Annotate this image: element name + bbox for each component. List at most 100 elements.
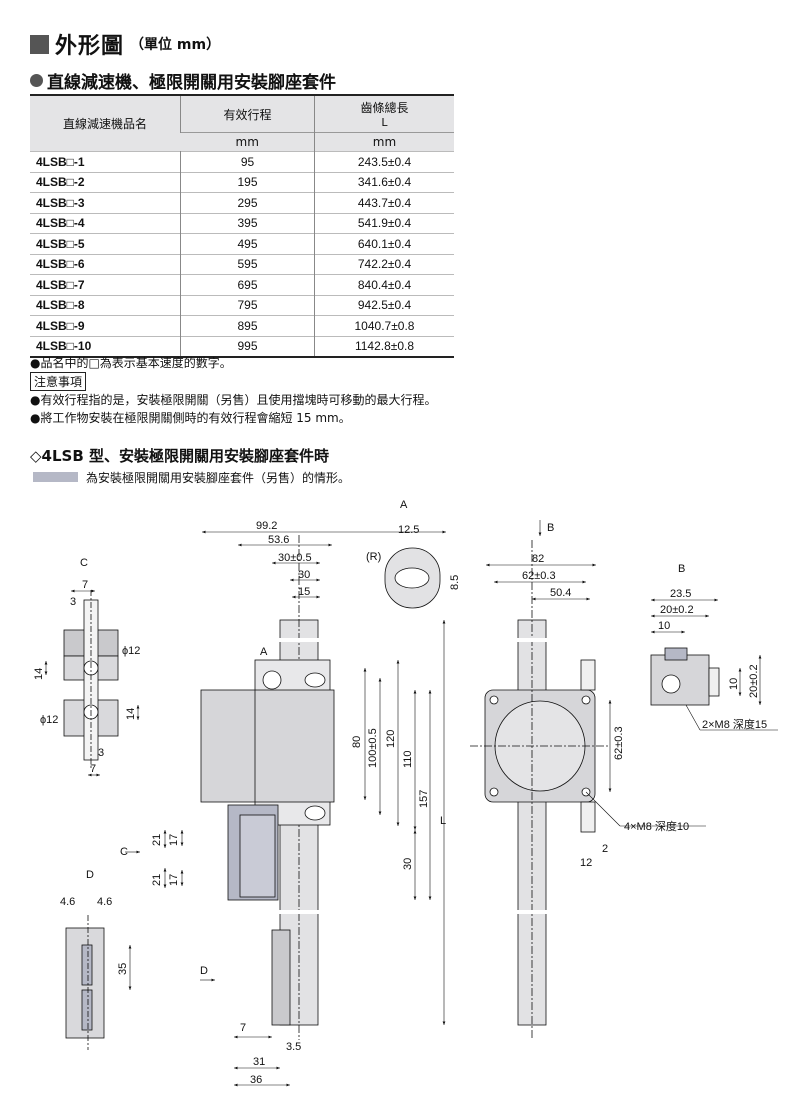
- cell-stroke: 595: [180, 254, 315, 275]
- dim-d-35: 35: [117, 963, 129, 975]
- label-view-b: B: [678, 563, 685, 575]
- dim-l: L: [440, 815, 446, 827]
- dim-b-20: 20±0.2: [660, 604, 694, 616]
- section1-heading: 直線減速機、極限開關用安裝腳座套件: [30, 68, 336, 93]
- cell-stroke: 95: [180, 151, 315, 172]
- note-3: ●將工作物安裝在極限開關側時的有效行程會縮短 15 mm。: [30, 411, 351, 425]
- cell-model: 4LSB□-3: [36, 195, 85, 210]
- dim-31: 31: [253, 1056, 265, 1068]
- dim-side-82: 82: [532, 553, 544, 565]
- dim-17-b: 17: [168, 874, 180, 886]
- dim-d-4-6-right: 4.6: [97, 896, 112, 908]
- cell-stroke: 495: [180, 233, 315, 254]
- front-view: [200, 535, 335, 1040]
- cell-length: 243.5±0.4: [314, 151, 454, 172]
- dim-110: 110: [402, 750, 414, 768]
- cell-length: 1142.8±0.8: [314, 336, 454, 357]
- cell-model: 4LSB□-8: [36, 298, 85, 313]
- dim-30-05: 30±0.5: [278, 552, 312, 564]
- dim-c-3-bottom: 3: [98, 747, 104, 759]
- label-view-a: A: [400, 499, 408, 511]
- dim-157: 157: [418, 790, 430, 808]
- cell-stroke: 395: [180, 213, 315, 234]
- cell-model: 4LSB□-4: [36, 216, 85, 231]
- bullet-dot-icon: [30, 74, 43, 87]
- dim-b-10-v: 10: [728, 678, 740, 690]
- dim-c-14-right: 14: [125, 708, 137, 720]
- cell-length: 942.5±0.4: [314, 295, 454, 316]
- label-view-d: D: [86, 869, 94, 881]
- col-header-stroke: 有效行程: [180, 95, 315, 133]
- dim-c-3-top: 3: [70, 596, 76, 608]
- dim-30: 30: [298, 569, 310, 581]
- title-text: 外形圖: [55, 34, 125, 59]
- note-1: ●品名中的□為表示基本速度的數字。: [30, 356, 232, 370]
- view-a: [384, 547, 441, 609]
- dim-21-a: 21: [151, 834, 163, 846]
- dim-b-10: 10: [658, 620, 670, 632]
- view-b: [650, 647, 720, 706]
- dim-c-14-left: 14: [33, 668, 45, 680]
- dim-b-23-5: 23.5: [670, 588, 691, 600]
- dim-b-2m8: 2×M8 深度15: [702, 717, 767, 731]
- dim-80: 80: [351, 736, 363, 748]
- dim-7: 7: [240, 1022, 246, 1034]
- cell-model: 4LSB□-6: [36, 257, 85, 272]
- cell-length: 640.1±0.4: [314, 233, 454, 254]
- dim-36: 36: [250, 1074, 262, 1086]
- dim-side-12: 12: [580, 857, 592, 869]
- cell-length: 541.9±0.4: [314, 213, 454, 234]
- cell-length: 443.7±0.4: [314, 192, 454, 213]
- cell-stroke: 195: [180, 172, 315, 193]
- cell-length: 840.4±0.4: [314, 274, 454, 295]
- cell-stroke: 995: [180, 336, 315, 357]
- dim-17-a: 17: [168, 834, 180, 846]
- dim-99-2: 99.2: [256, 520, 277, 532]
- dim-c-7-top: 7: [82, 579, 88, 591]
- dim-a-12-5: 12.5: [398, 524, 419, 536]
- note-2: ●有效行程指的是，安裝極限開關（另售）且使用擋塊時可移動的最大行程。: [30, 393, 437, 407]
- unit-stroke: mm: [180, 132, 315, 152]
- cell-model: 4LSB□-5: [36, 236, 85, 251]
- col-header-length-title: 齒條總長: [360, 101, 409, 115]
- dim-53-6: 53.6: [268, 534, 289, 546]
- dim-30-lower: 30: [402, 858, 414, 870]
- cell-length: 341.6±0.4: [314, 172, 454, 193]
- col-header-length: 齒條總長 L: [314, 95, 454, 133]
- dim-3-5: 3.5: [286, 1041, 301, 1053]
- dim-b-20-v: 20±0.2: [748, 664, 760, 698]
- cell-model: 4LSB□-2: [36, 175, 85, 190]
- cell-stroke: 295: [180, 192, 315, 213]
- cell-model: 4LSB□-9: [36, 318, 85, 333]
- title-square-icon: [30, 34, 49, 54]
- dim-120: 120: [385, 730, 397, 748]
- dim-c-phi12-top: ϕ12: [122, 645, 140, 657]
- label-a-marker: A: [260, 646, 268, 658]
- dim-a-r: (R): [366, 551, 381, 563]
- cell-length: 742.2±0.4: [314, 254, 454, 275]
- view-d: [65, 915, 105, 1050]
- dim-15: 15: [298, 586, 310, 598]
- caution-label: 注意事項: [30, 372, 87, 391]
- cell-stroke: 695: [180, 274, 315, 295]
- cell-model: 4LSB□-7: [36, 277, 85, 292]
- col-header-model: 直線減速機品名: [30, 95, 181, 152]
- cell-model: 4LSB□-10: [36, 339, 92, 354]
- label-c-marker: C: [120, 846, 128, 858]
- cell-stroke: 895: [180, 315, 315, 336]
- dim-side-2: 2: [602, 843, 608, 855]
- dim-side-4m8: 4×M8 深度10: [624, 819, 689, 833]
- side-view: [470, 540, 610, 1040]
- dim-a-8-5: 8.5: [449, 575, 461, 590]
- dim-c-7-bottom: 7: [90, 763, 96, 775]
